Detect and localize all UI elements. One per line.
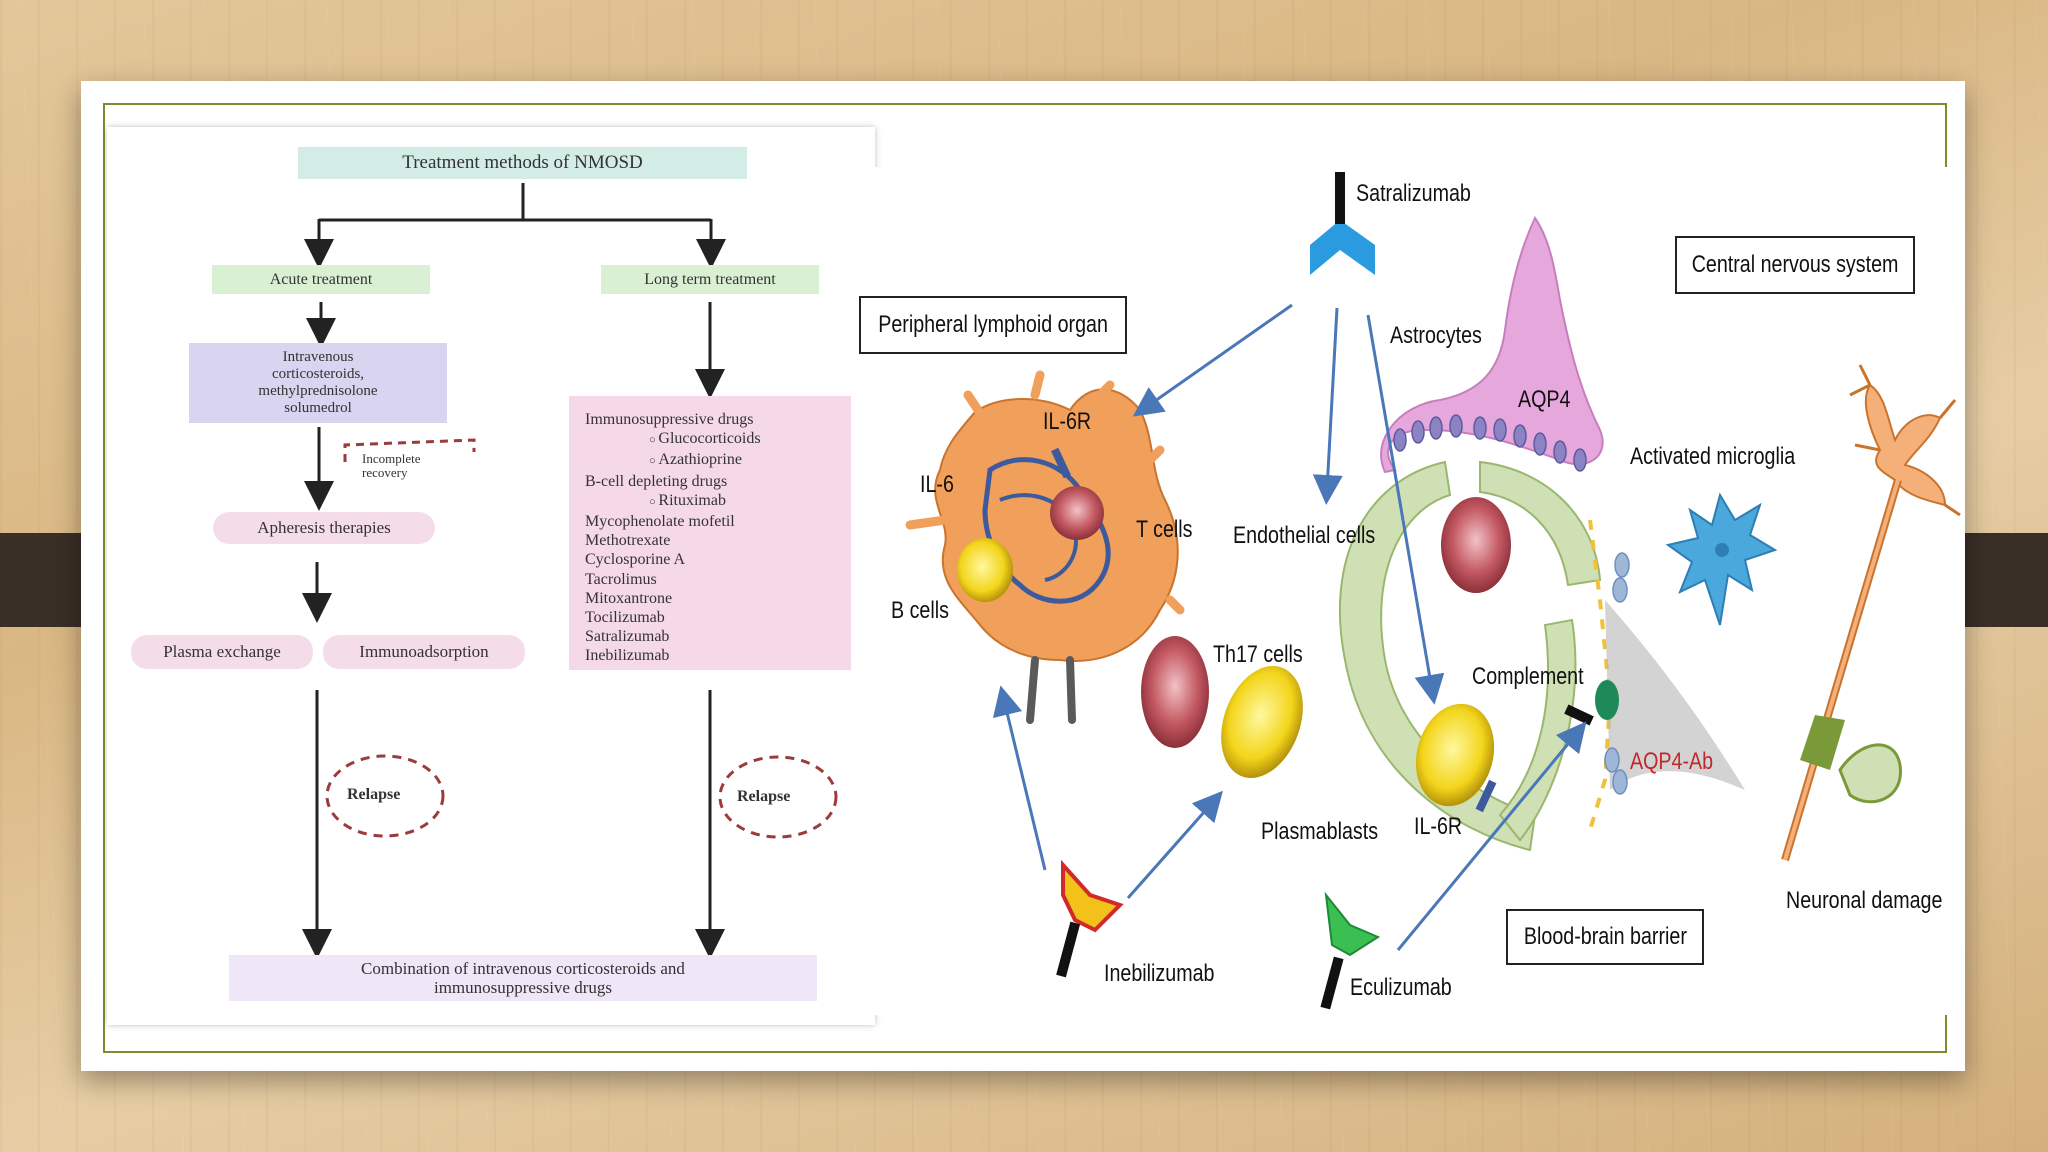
drug-name: Azathioprine <box>658 451 742 469</box>
drug-name: Tocilizumab <box>585 609 665 627</box>
drug-name: Methotrexate <box>585 532 671 550</box>
drug-list-item: Methotrexate <box>585 531 670 550</box>
label-il6: IL-6 <box>920 471 954 498</box>
th17-cell <box>1141 636 1209 748</box>
drug-name: Tacrolimus <box>585 570 657 588</box>
neuron-icon <box>1864 383 1947 507</box>
plo-text: Peripheral lymphoid organ <box>878 311 1108 338</box>
aqp4-channels <box>1393 414 1587 472</box>
drug-list-box: Immunosuppressive drugs○ Glucocorticoids… <box>569 396 851 670</box>
complement-shape <box>1595 680 1619 720</box>
relapse-loop-left <box>325 754 445 838</box>
label-il6r-top: IL-6R <box>1043 408 1092 435</box>
plasmablast-cell-right <box>1415 703 1495 807</box>
drug-name: Rituximab <box>658 491 726 509</box>
combination-line-1: Combination of intravenous corticosteroi… <box>361 959 685 978</box>
relapse-loop-right <box>718 755 838 839</box>
cns-text: Central nervous system <box>1691 251 1899 278</box>
drug-list-item: Inebilizumab <box>585 646 669 665</box>
drug-name: Glucocorticoids <box>658 430 761 448</box>
label-peripheral-lymphoid-organ: Peripheral lymphoid organ <box>859 296 1127 354</box>
drug-name: B-cell depleting drugs <box>585 472 728 490</box>
plasmablast-cell-left <box>1221 665 1303 779</box>
satralizumab-antibody <box>1310 220 1375 275</box>
eculizumab-antibody <box>1324 891 1381 957</box>
iv-line-1: Intravenous <box>282 349 354 365</box>
drug-name: Cyclosporine A <box>585 551 685 569</box>
right-dark-band <box>1960 533 2048 627</box>
bullet-icon: ○ <box>649 495 659 508</box>
incomplete-line-1: Incomplete <box>362 451 421 466</box>
drug-name: Immunosuppressive drugs <box>585 411 754 428</box>
relapse-label-left: Relapse <box>347 786 401 803</box>
label-inebilizumab: Inebilizumab <box>1104 960 1215 987</box>
drug-name: Mycophenolate mofetil <box>585 513 735 531</box>
inebilizumab-antibody <box>1061 859 1124 933</box>
apheresis-therapies-pill: Apheresis therapies <box>213 512 435 544</box>
drug-name: Mitoxantrone <box>585 589 673 607</box>
drug-list-item: Immunosuppressive drugs <box>585 410 753 429</box>
drug-list-item: Satralizumab <box>585 627 669 646</box>
label-th17-cells: Th17 cells <box>1213 641 1303 668</box>
drug-list-item: Cyclosporine A <box>585 550 685 569</box>
label-eculizumab: Eculizumab <box>1350 974 1452 1001</box>
drug-list-item: Mycophenolate mofetil <box>585 512 735 531</box>
label-aqp4: AQP4 <box>1518 386 1571 413</box>
label-t-cells: T cells <box>1136 516 1193 543</box>
red-cell-vessel <box>1441 497 1511 593</box>
incomplete-recovery-label: Incomplete recovery <box>362 452 420 480</box>
combination-box: Combination of intravenous corticosteroi… <box>229 955 817 1001</box>
label-central-nervous-system: Central nervous system <box>1675 236 1915 294</box>
label-astrocytes: Astrocytes <box>1390 322 1482 349</box>
drug-list-item: Tacrolimus <box>585 570 657 589</box>
label-satralizumab: Satralizumab <box>1356 180 1471 207</box>
incomplete-line-2: recovery <box>362 465 408 480</box>
combination-line-2: immunosuppressive drugs <box>433 978 613 997</box>
iv-line-4: solumedrol <box>284 400 352 416</box>
iv-line-2: corticosteroids, <box>271 366 365 382</box>
label-complement: Complement <box>1472 663 1584 690</box>
label-neuronal-damage: Neuronal damage <box>1786 887 1943 914</box>
label-blood-brain-barrier: Blood-brain barrier <box>1506 909 1704 965</box>
bullet-icon: ○ <box>649 434 659 447</box>
label-endothelial-cells: Endothelial cells <box>1233 522 1376 549</box>
label-aqp4-ab: AQP4-Ab <box>1630 748 1714 775</box>
label-plasmablasts: Plasmablasts <box>1261 818 1379 845</box>
relapse-label-right: Relapse <box>737 788 791 805</box>
drug-list-item: Tocilizumab <box>585 608 665 627</box>
label-il6r-bottom: IL-6R <box>1414 813 1463 840</box>
flowchart-title: Treatment methods of NMOSD <box>298 147 747 179</box>
bbb-text: Blood-brain barrier <box>1523 923 1687 950</box>
drug-name: Satralizumab <box>585 628 670 646</box>
long-term-treatment-box: Long term treatment <box>601 265 819 294</box>
acute-treatment-box: Acute treatment <box>212 265 430 294</box>
iv-line-3: methylprednisolone <box>258 383 378 399</box>
drug-list-item: ○ Rituximab <box>585 491 726 512</box>
microglia-icon <box>1665 492 1778 626</box>
plasma-exchange-pill: Plasma exchange <box>131 635 313 669</box>
label-activated-microglia: Activated microglia <box>1630 443 1796 470</box>
drug-list-item: B-cell depleting drugs <box>585 472 727 491</box>
iv-corticosteroids-box: Intravenous corticosteroids, methylpredn… <box>189 343 447 423</box>
drug-name: Inebilizumab <box>585 647 670 665</box>
bullet-icon: ○ <box>649 455 659 468</box>
immunoadsorption-pill: Immunoadsorption <box>323 635 525 669</box>
drug-list-item: Mitoxantrone <box>585 589 672 608</box>
label-b-cells: B cells <box>891 597 949 624</box>
drug-list-item: ○ Azathioprine <box>585 450 742 471</box>
drug-list-item: ○ Glucocorticoids <box>585 429 761 450</box>
